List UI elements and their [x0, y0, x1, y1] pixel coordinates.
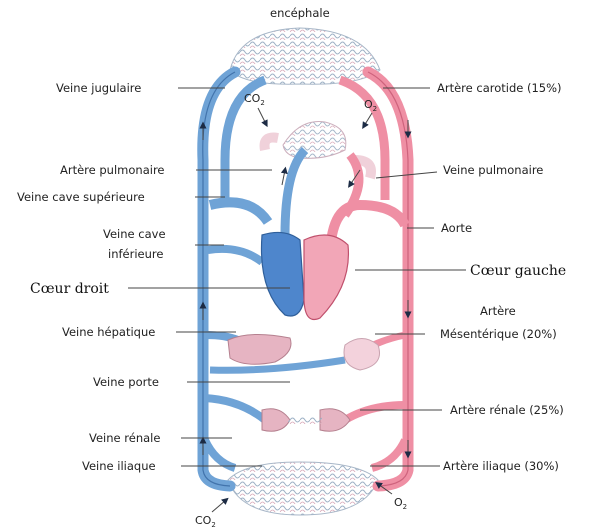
capillary-bed-lower-body: [228, 462, 378, 515]
left-heart: [304, 235, 348, 319]
label-veine-cave-inferieure-2: inférieure: [108, 247, 163, 261]
kidney-left: [262, 409, 290, 432]
label-aorte: Aorte: [441, 221, 472, 235]
capillary-bed-brain: [230, 28, 380, 84]
label-veine-iliaque: Veine iliaque: [82, 459, 156, 473]
gas-o2-top: O2: [364, 98, 377, 113]
right-heart: [261, 232, 304, 316]
label-coeur-gauche: Cœur gauche: [470, 263, 566, 279]
label-artere-renale: Artère rénale (25%): [450, 403, 564, 417]
heart: [261, 232, 348, 319]
gas-co2-top: CO2: [244, 92, 265, 107]
label-artere-pulmonaire: Artère pulmonaire: [60, 163, 165, 177]
kidney-right: [320, 409, 350, 432]
label-veine-cave-superieure: Veine cave supérieure: [17, 190, 145, 204]
label-encephale: encéphale: [270, 6, 330, 20]
label-coeur-droit: Cœur droit: [30, 281, 109, 297]
gas-co2-bottom: CO2: [195, 514, 216, 529]
label-artere-carotide: Artère carotide (15%): [437, 81, 562, 95]
intestine: [344, 339, 380, 371]
label-artere-iliaque: Artère iliaque (30%): [443, 459, 559, 473]
label-veine-pulmonaire: Veine pulmonaire: [443, 163, 543, 177]
label-artere-mesenterique-2: Mésentérique (20%): [440, 327, 557, 341]
label-veine-cave-inferieure-1: Veine cave: [103, 227, 166, 241]
liver: [228, 334, 291, 364]
label-veine-porte: Veine porte: [93, 375, 159, 389]
label-artere-mesenterique-1: Artère: [480, 304, 516, 318]
gas-o2-bottom: O2: [394, 496, 407, 511]
label-veine-renale: Veine rénale: [89, 431, 160, 445]
label-veine-hepatique: Veine hépatique: [62, 325, 155, 339]
label-veine-jugulaire: Veine jugulaire: [56, 81, 141, 95]
